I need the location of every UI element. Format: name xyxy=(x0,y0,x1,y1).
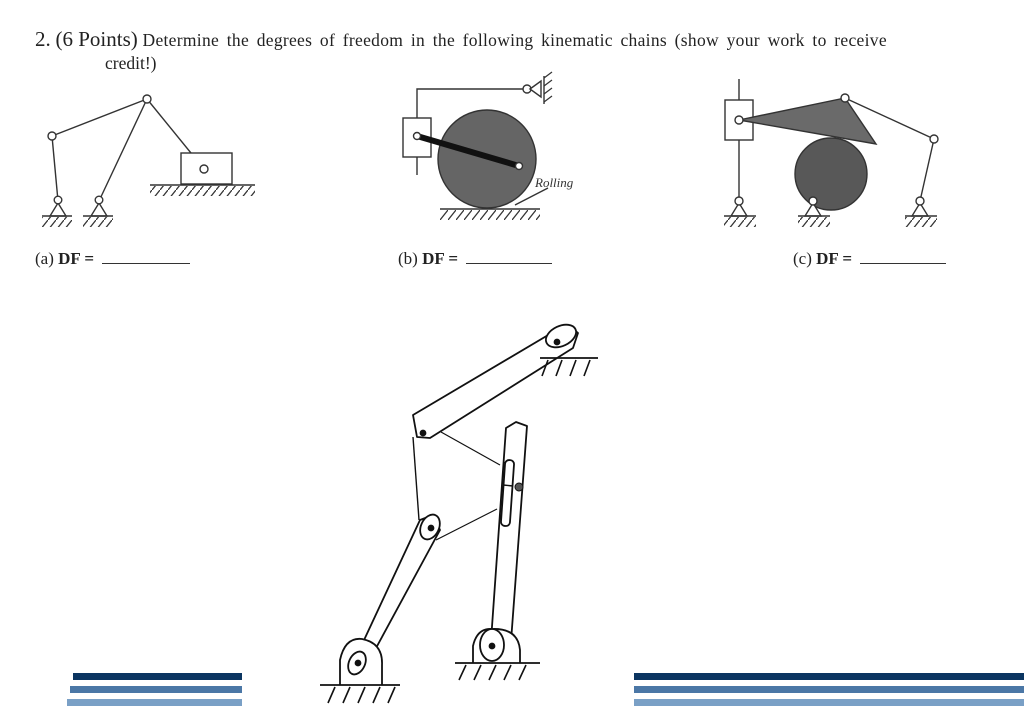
df-blank-a[interactable] xyxy=(102,251,191,264)
figure-b-rolling-disk xyxy=(402,71,553,220)
footer-bar-dark-right xyxy=(634,673,1024,680)
footer-bar-mid-left xyxy=(70,686,242,693)
df-answer-b: (b) DF = xyxy=(398,249,553,269)
figure-a-label: (a) xyxy=(35,249,54,268)
df-blank-c[interactable] xyxy=(860,251,947,264)
question-prompt-continued: credit!) xyxy=(105,53,157,73)
df-label-a: DF = xyxy=(58,249,95,268)
df-blank-b[interactable] xyxy=(466,251,553,264)
question-number: 2. xyxy=(35,27,51,51)
figure-a-linkage xyxy=(42,94,255,227)
figure-d-hand-drawn-mechanism xyxy=(320,323,598,704)
figure-c-linkage xyxy=(724,79,939,227)
question-prompt: Determine the degrees of freedom in the … xyxy=(142,30,887,50)
df-label-c: DF = xyxy=(816,249,853,268)
footer-bar-light-left xyxy=(67,699,242,706)
footer-bar-dark-left xyxy=(73,673,242,680)
rolling-label: Rolling xyxy=(534,175,574,190)
figure-b-label: (b) xyxy=(398,249,418,268)
footer-bar-light-right xyxy=(634,699,1024,706)
df-answer-c: (c) DF = xyxy=(793,249,947,269)
footer-bar-mid-right xyxy=(634,686,1024,693)
df-label-b: DF = xyxy=(422,249,459,268)
df-answer-a: (a) DF = xyxy=(35,249,191,269)
question-header: 2. (6 Points) Determine the degrees of f… xyxy=(35,27,887,52)
question-points: (6 Points) xyxy=(55,27,138,51)
figure-c-label: (c) xyxy=(793,249,812,268)
